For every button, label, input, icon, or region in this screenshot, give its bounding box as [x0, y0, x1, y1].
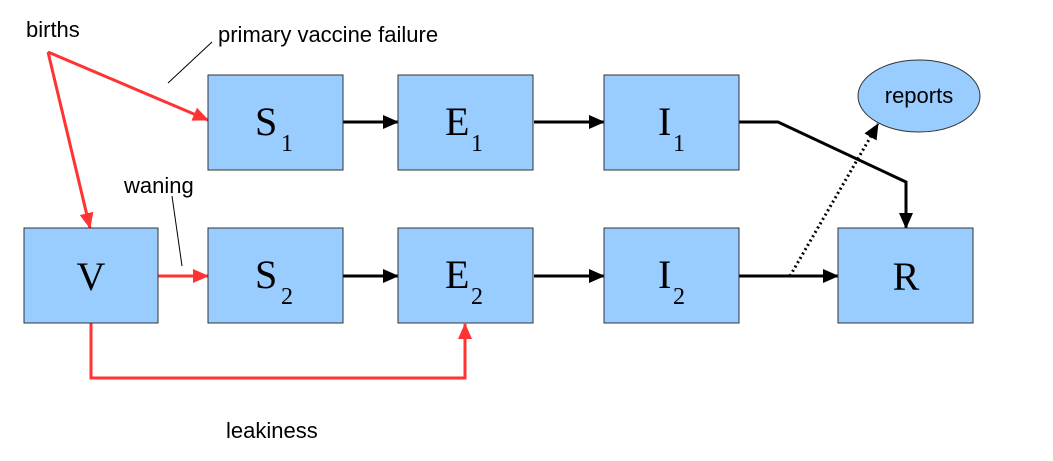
compartment-s1-label: S — [255, 99, 277, 144]
arrow-births-v — [46, 51, 94, 229]
compartment-s2-subscript: 2 — [281, 284, 293, 310]
compartment-s1: S 1 — [207, 74, 344, 171]
compartment-e1-label: E — [445, 99, 469, 144]
compartment-i2: I 2 — [603, 227, 740, 324]
compartment-v-label: V — [77, 254, 106, 299]
leader-waning — [171, 195, 183, 267]
leader-primary-vaccine-failure — [167, 41, 213, 84]
reports-label: reports — [885, 83, 953, 108]
label-leakiness: leakiness — [226, 418, 318, 443]
compartment-i1-subscript: 1 — [673, 131, 685, 157]
compartment-i2-subscript: 2 — [673, 284, 685, 310]
compartment-e2-label: E — [445, 252, 469, 297]
compartment-i1: I 1 — [603, 74, 740, 171]
label-primary-vaccine-failure: primary vaccine failure — [218, 22, 438, 47]
compartment-i2-label: I — [658, 252, 671, 297]
arrow-v-e2-leakiness — [89, 323, 472, 380]
compartment-r: R — [837, 227, 974, 324]
label-waning: waning — [123, 173, 194, 198]
arrow-i1-r — [739, 120, 913, 229]
compartment-e2-subscript: 2 — [471, 284, 483, 310]
reports-node: reports — [857, 59, 981, 133]
label-births: births — [26, 17, 80, 42]
compartment-s2-label: S — [255, 252, 277, 297]
compartment-v: V — [23, 227, 159, 324]
compartment-s2: S 2 — [207, 227, 344, 324]
compartment-e1: E 1 — [397, 74, 534, 171]
compartment-i1-label: I — [658, 99, 671, 144]
compartment-e2: E 2 — [397, 227, 534, 324]
arrow-births-s1 — [47, 50, 209, 122]
compartment-s1-subscript: 1 — [281, 131, 293, 157]
compartment-r-label: R — [893, 254, 920, 299]
compartment-e1-subscript: 1 — [471, 131, 483, 157]
arrow-reports-dotted — [788, 123, 880, 277]
